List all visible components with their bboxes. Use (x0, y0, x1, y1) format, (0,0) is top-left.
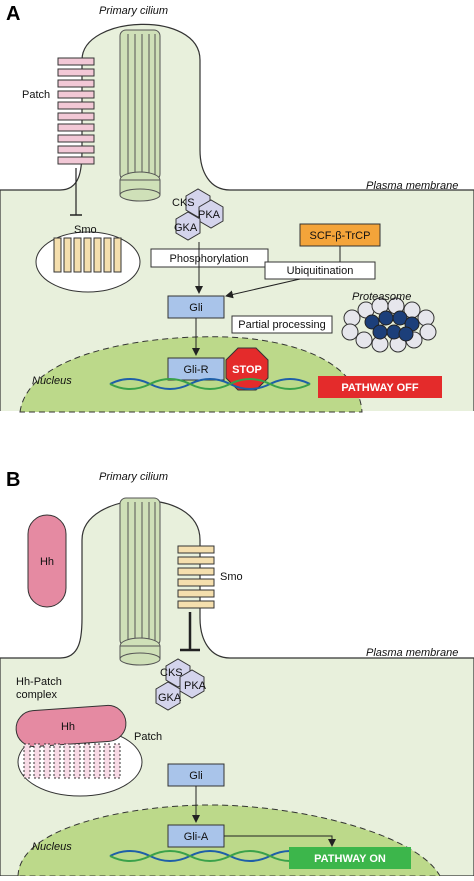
stop-label-a: STOP (232, 364, 262, 376)
primary-cilium-label-b: Primary cilium (99, 471, 168, 483)
hh-ligand-complex-b (15, 704, 127, 748)
gli-label-a: Gli (189, 302, 202, 314)
panel-letter-b: B (6, 469, 20, 491)
phosphorylation-box-a (150, 248, 269, 268)
pathway-off-label: PATHWAY OFF (341, 382, 418, 394)
panel-b: Hh Smo CKS PKA GKA Hh-Patch complex Hh (0, 469, 474, 877)
cks-label-a: CKS (172, 197, 195, 209)
pathway-on-label: PATHWAY ON (314, 853, 386, 865)
kinase-cluster-b (155, 658, 205, 711)
gli-label-b: Gli (189, 770, 202, 782)
cilium-axoneme-a (119, 29, 161, 202)
proteasome-label-a: Proteasome (352, 291, 411, 303)
pka-label-a: PKA (198, 209, 221, 221)
phosphorylation-label-a: Phosphorylation (170, 253, 249, 265)
gka-label-b: GKA (158, 692, 182, 704)
partial-processing-box-a (231, 315, 333, 334)
partial-processing-label-a: Partial processing (238, 319, 325, 331)
gli-r-label-a: Gli-R (183, 364, 208, 376)
smo-receptor-a (53, 237, 122, 273)
cks-label-b: CKS (160, 667, 183, 679)
primary-cilium-label-a: Primary cilium (99, 5, 168, 17)
nucleus-label-a: Nucleus (32, 375, 72, 387)
dna-b (109, 850, 311, 862)
panel-a: Patch Smo CKS PKA GKA Phosphorylation SC… (0, 3, 474, 413)
hh-ligand-b (27, 514, 67, 608)
pathway-on-box (289, 847, 411, 869)
panel-letter-a: A (6, 3, 20, 25)
ubiquitination-box-a (264, 261, 376, 280)
ubiquitination-label-a: Ubiquitination (287, 265, 354, 277)
patch-receptor-a (57, 57, 95, 165)
hh2-label-b: Hh (61, 721, 75, 733)
complex-label-line1-b: Hh-Patch (16, 676, 62, 688)
gka-label-a: GKA (174, 222, 198, 234)
cilium-axoneme-b (119, 497, 161, 666)
plasma-membrane-label-b: Plasma membrane (366, 647, 458, 659)
complex-label-line2-b: complex (16, 689, 57, 701)
kinase-cluster-a (175, 188, 224, 241)
smo-label-a: Smo (74, 224, 97, 236)
nucleus-label-b: Nucleus (32, 841, 72, 853)
dna-a (109, 378, 311, 390)
pathway-off-box (318, 376, 442, 398)
plasma-membrane-label-a: Plasma membrane (366, 180, 458, 192)
smo-receptor-b (177, 545, 215, 609)
gli-r-box-a (167, 357, 225, 381)
pka-label-b: PKA (184, 680, 207, 692)
patch-receptor-b (23, 743, 121, 779)
proteasome-a (341, 297, 437, 353)
scf-label-a: SCF-β-TrCP (310, 230, 371, 242)
hh-label-b: Hh (40, 556, 54, 568)
patch-label-a: Patch (22, 89, 50, 101)
smo-label-b: Smo (220, 571, 243, 583)
patch-label-b: Patch (134, 731, 162, 743)
gli-a-label-b: Gli-A (184, 831, 209, 843)
